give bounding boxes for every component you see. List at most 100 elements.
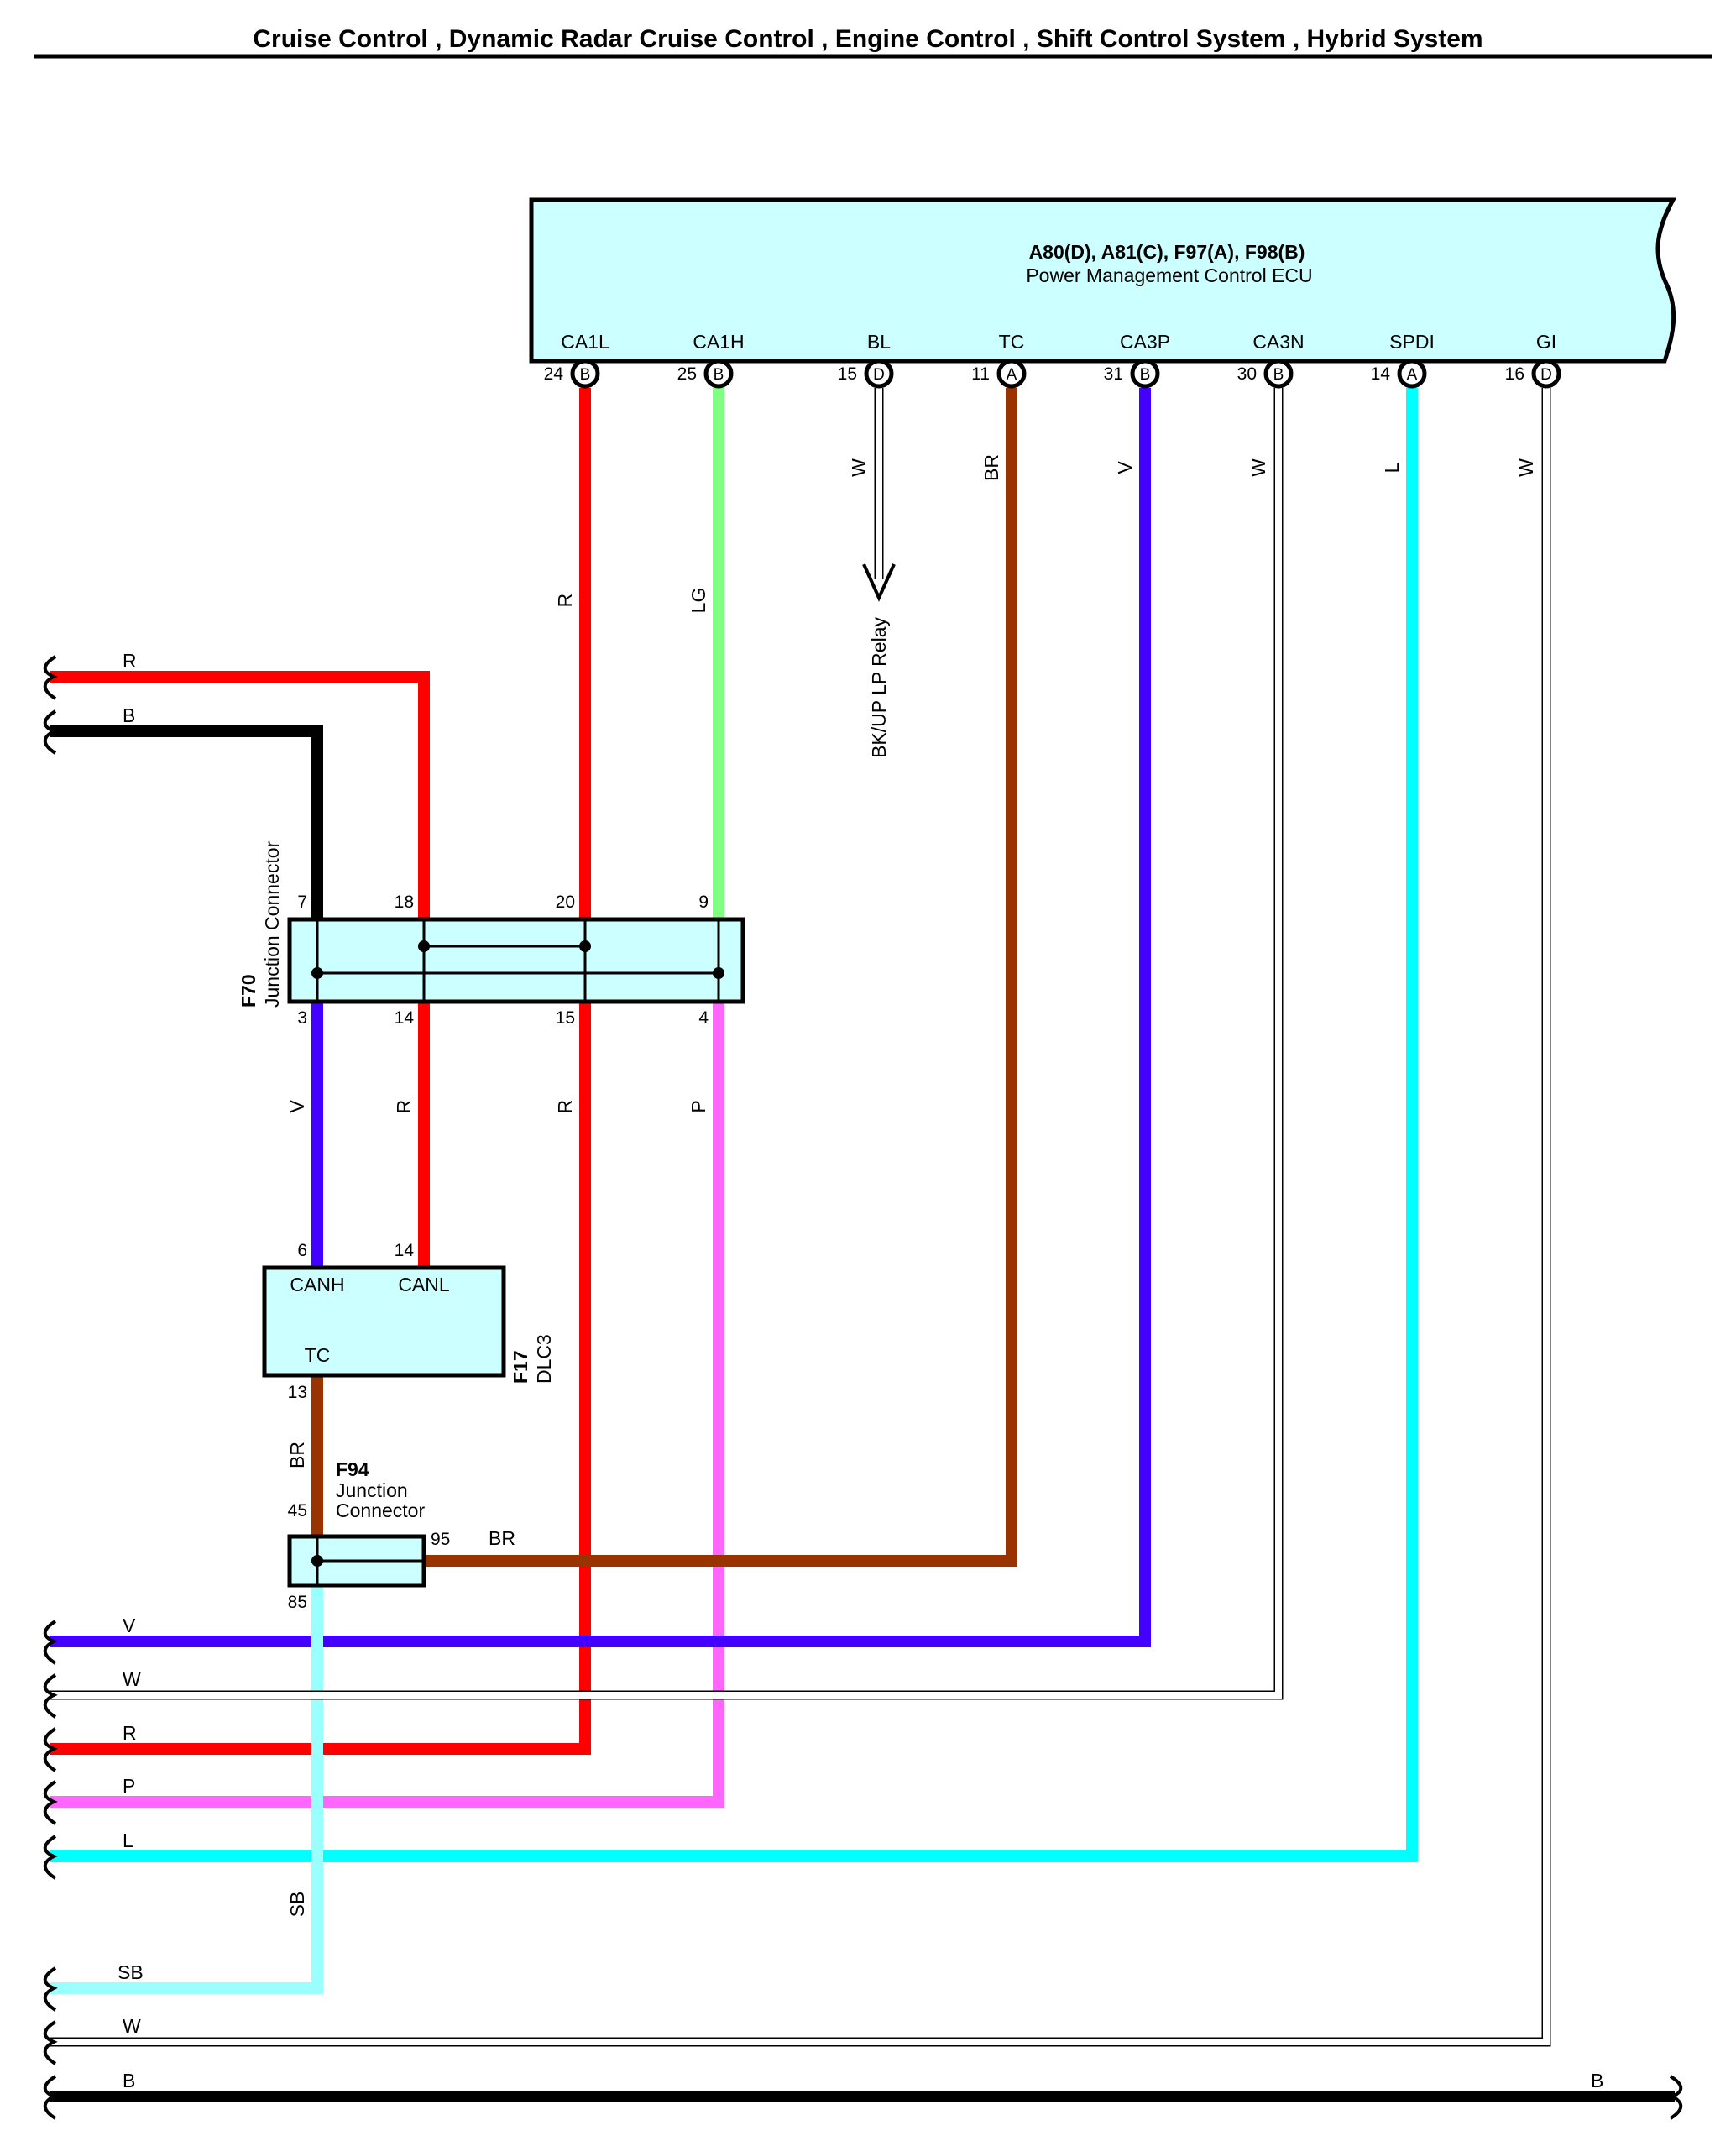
f17-canh-label: CANH bbox=[290, 1274, 344, 1296]
ecu-box bbox=[529, 197, 1677, 364]
left-break-marks bbox=[43, 655, 58, 2120]
wire-label-p-f70: P bbox=[688, 1100, 709, 1112]
ecu-terminal-label-gi: GI bbox=[1536, 331, 1556, 353]
left-wire-label-v: V bbox=[123, 1615, 136, 1636]
wire-label-bl-w: W bbox=[848, 458, 870, 477]
ecu-pin-16: 16 bbox=[1505, 364, 1524, 384]
left-wire-label-w1: W bbox=[123, 1668, 141, 1690]
f94-pin-45: 45 bbox=[288, 1501, 307, 1521]
f94-name-line1: Junction bbox=[336, 1479, 408, 1501]
f17-pin-6: 6 bbox=[297, 1241, 307, 1260]
wire-label-tc-br: BR bbox=[980, 454, 1002, 481]
wires bbox=[50, 388, 1675, 2102]
f70-junction-connector bbox=[287, 917, 745, 1004]
wire-r-ca1l bbox=[50, 388, 591, 1755]
wire-label-v-f70: V bbox=[286, 1100, 308, 1113]
break-mark-w1 bbox=[43, 1673, 58, 1719]
ecu-terminal-label-ca1h: CA1H bbox=[693, 331, 744, 353]
left-wire-label-r: R bbox=[123, 1722, 137, 1744]
f70-pin-18: 18 bbox=[395, 893, 414, 912]
f70-pin-7: 7 bbox=[297, 893, 307, 912]
f70-id: F70 bbox=[238, 974, 259, 1008]
wire-label-ca1h-lg: LG bbox=[688, 588, 709, 614]
wire-l-spdi bbox=[50, 388, 1418, 1862]
ecu-terminal-tc: A 11 bbox=[971, 359, 1027, 389]
f70-pin-4: 4 bbox=[698, 1008, 709, 1028]
left-wire-label-r-top: R bbox=[123, 650, 137, 672]
left-wire-label-sb: SB bbox=[118, 1961, 144, 1983]
wire-label-spdi-l: L bbox=[1381, 462, 1403, 473]
f70-pin-15: 15 bbox=[556, 1008, 575, 1028]
ecu-pin-11: 11 bbox=[971, 364, 990, 384]
f17-id: F17 bbox=[510, 1350, 531, 1384]
left-wire-label-p: P bbox=[123, 1775, 135, 1797]
left-wire-label-b: B bbox=[123, 2070, 135, 2091]
svg-text:D: D bbox=[873, 366, 885, 384]
svg-text:B: B bbox=[580, 366, 591, 384]
wire-label-sb-lower: SB bbox=[286, 1892, 308, 1918]
wire-br-tc bbox=[424, 388, 1017, 1567]
wire-p bbox=[50, 1002, 724, 1808]
ecu-connector-name: A80(D), A81(C), F97(A), F98(B) bbox=[1029, 241, 1305, 263]
ecu-terminal-gi: D 16 bbox=[1505, 359, 1561, 389]
f17-pin-13: 13 bbox=[288, 1383, 307, 1402]
f17-pin-14: 14 bbox=[395, 1241, 415, 1260]
svg-text:B: B bbox=[714, 366, 724, 384]
break-mark-p bbox=[43, 1780, 58, 1825]
svg-text:B: B bbox=[1273, 366, 1284, 384]
wire-label-ca3p-v: V bbox=[1114, 461, 1136, 474]
ecu-description: Power Management Control ECU bbox=[1026, 264, 1312, 286]
ecu-terminal-spdi: A 14 bbox=[1371, 359, 1427, 389]
f70-pin-3: 3 bbox=[297, 1008, 307, 1028]
wire-r-left-top bbox=[50, 671, 430, 919]
break-mark-r bbox=[43, 1727, 58, 1772]
f17-name: DLC3 bbox=[533, 1334, 555, 1384]
break-mark-sb bbox=[43, 1966, 58, 2012]
ecu-pin-14: 14 bbox=[1371, 364, 1391, 384]
break-mark-b bbox=[43, 2075, 58, 2120]
svg-text:D: D bbox=[1540, 366, 1552, 384]
wire-w-ca3n bbox=[50, 388, 1284, 1700]
wire-b-left-top bbox=[50, 725, 323, 919]
wire-sb bbox=[50, 1585, 323, 1994]
ecu-pin-15: 15 bbox=[838, 364, 857, 384]
break-mark-b-top bbox=[43, 709, 58, 755]
left-wire-label-b-top: B bbox=[123, 704, 135, 726]
f70-name: Junction Connector bbox=[261, 840, 283, 1008]
f94-name-line2: Connector bbox=[336, 1500, 425, 1521]
wire-label-br-f17: BR bbox=[286, 1442, 308, 1468]
right-wire-label-b: B bbox=[1591, 2070, 1603, 2091]
ecu-pin-25: 25 bbox=[677, 364, 697, 384]
ecu-terminals: B 24 B 25 D 15 A 11 B 31 B 30 bbox=[544, 359, 1561, 389]
ecu-terminal-ca3n: B 30 bbox=[1237, 359, 1294, 389]
f17-canl-label: CANL bbox=[398, 1274, 450, 1296]
ecu-terminal-ca1l: B 24 bbox=[544, 359, 600, 389]
f70-pin-14: 14 bbox=[395, 1008, 415, 1028]
left-wire-label-l: L bbox=[123, 1830, 133, 1851]
page-title: Cruise Control , Dynamic Radar Cruise Co… bbox=[253, 25, 1482, 53]
wire-label-r-f70-left: R bbox=[393, 1100, 415, 1114]
wire-label-ca3n-w: W bbox=[1247, 458, 1269, 477]
f17-tc-label: TC bbox=[305, 1344, 331, 1366]
ecu-terminal-label-ca1l: CA1L bbox=[561, 331, 609, 353]
ecu-terminal-label-bl: BL bbox=[867, 331, 891, 353]
break-mark-l bbox=[43, 1835, 58, 1880]
left-wire-label-w2: W bbox=[123, 2015, 141, 2037]
svg-text:B: B bbox=[1140, 366, 1151, 384]
svg-text:A: A bbox=[1007, 366, 1017, 384]
ecu-pin-24: 24 bbox=[544, 364, 564, 384]
break-mark-right-b bbox=[1668, 2075, 1683, 2120]
bl-arrow-icon bbox=[862, 563, 896, 602]
f94-id: F94 bbox=[336, 1458, 369, 1480]
f70-pin-20: 20 bbox=[556, 893, 575, 912]
ecu-terminal-label-spdi: SPDI bbox=[1389, 331, 1435, 353]
ecu-terminal-label-ca3p: CA3P bbox=[1120, 331, 1170, 353]
relay-label: BK/UP LP Relay bbox=[868, 617, 890, 758]
svg-text:A: A bbox=[1407, 366, 1418, 384]
f94-junction-connector bbox=[287, 1534, 426, 1588]
ecu-pin-31: 31 bbox=[1104, 364, 1123, 384]
break-mark-w2 bbox=[43, 2020, 58, 2065]
ecu-terminal-ca3p: B 31 bbox=[1104, 359, 1160, 389]
f94-wire-br: BR bbox=[489, 1527, 515, 1549]
